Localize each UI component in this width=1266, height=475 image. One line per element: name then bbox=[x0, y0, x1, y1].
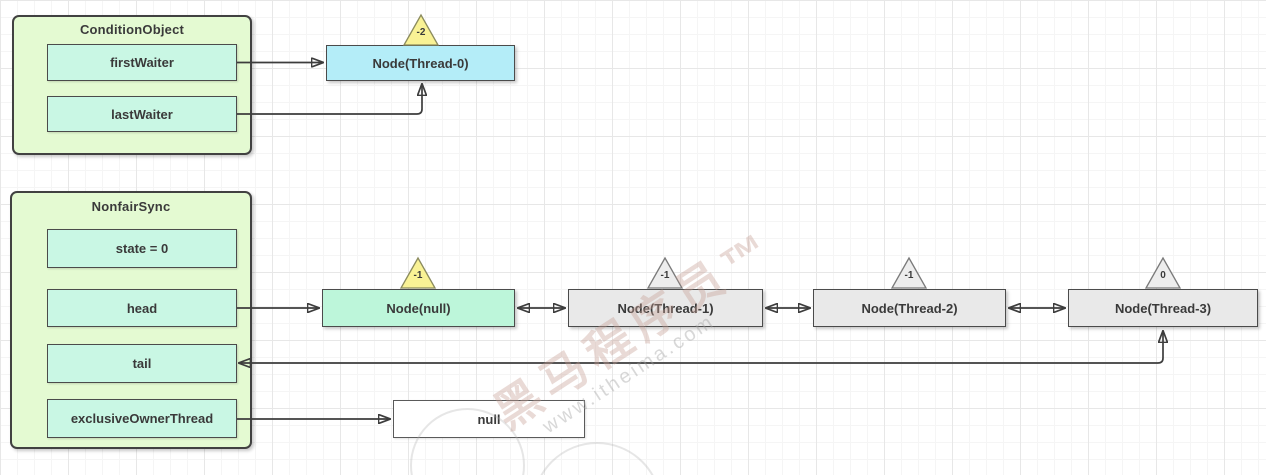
node-thread-2: Node(Thread-2) bbox=[813, 289, 1006, 327]
wait-status-value: 0 bbox=[1160, 270, 1166, 281]
wait-status-value: -2 bbox=[416, 27, 426, 38]
condition-object-title: ConditionObject bbox=[79, 22, 185, 37]
triangle-icon bbox=[890, 256, 928, 289]
triangle-icon bbox=[1144, 256, 1182, 289]
field-tail: tail bbox=[47, 344, 237, 383]
wait-status-value: -1 bbox=[413, 270, 423, 281]
field-first-waiter: firstWaiter bbox=[47, 44, 237, 81]
node-thread-0: Node(Thread-0) bbox=[326, 45, 515, 81]
triangle-icon bbox=[646, 256, 684, 289]
watermark-circle bbox=[532, 442, 662, 475]
arrow-last-waiter-to-node0 bbox=[237, 84, 422, 115]
node-thread-1: Node(Thread-1) bbox=[568, 289, 763, 327]
triangle-icon bbox=[399, 256, 437, 289]
node-null: Node(null) bbox=[322, 289, 515, 327]
wait-status-value: -1 bbox=[904, 270, 914, 281]
wait-status-triangle-thread-3: 0 bbox=[1144, 256, 1182, 290]
null-value-box: null bbox=[393, 400, 585, 438]
wait-status-triangle-null: -1 bbox=[399, 256, 437, 290]
wait-status-triangle-thread-1: -1 bbox=[646, 256, 684, 290]
wait-status-value: -1 bbox=[660, 270, 670, 281]
triangle-icon bbox=[402, 13, 440, 46]
field-last-waiter: lastWaiter bbox=[47, 96, 237, 132]
arrow-tail-thread3 bbox=[239, 331, 1163, 363]
wait-status-triangle-thread-0: -2 bbox=[402, 13, 440, 47]
field-head: head bbox=[47, 289, 237, 327]
nonfair-sync-title: NonfairSync bbox=[91, 199, 171, 214]
field-exclusive-owner-thread: exclusiveOwnerThread bbox=[47, 399, 237, 438]
wait-status-triangle-thread-2: -1 bbox=[890, 256, 928, 290]
field-state: state = 0 bbox=[47, 229, 237, 268]
node-thread-3: Node(Thread-3) bbox=[1068, 289, 1258, 327]
